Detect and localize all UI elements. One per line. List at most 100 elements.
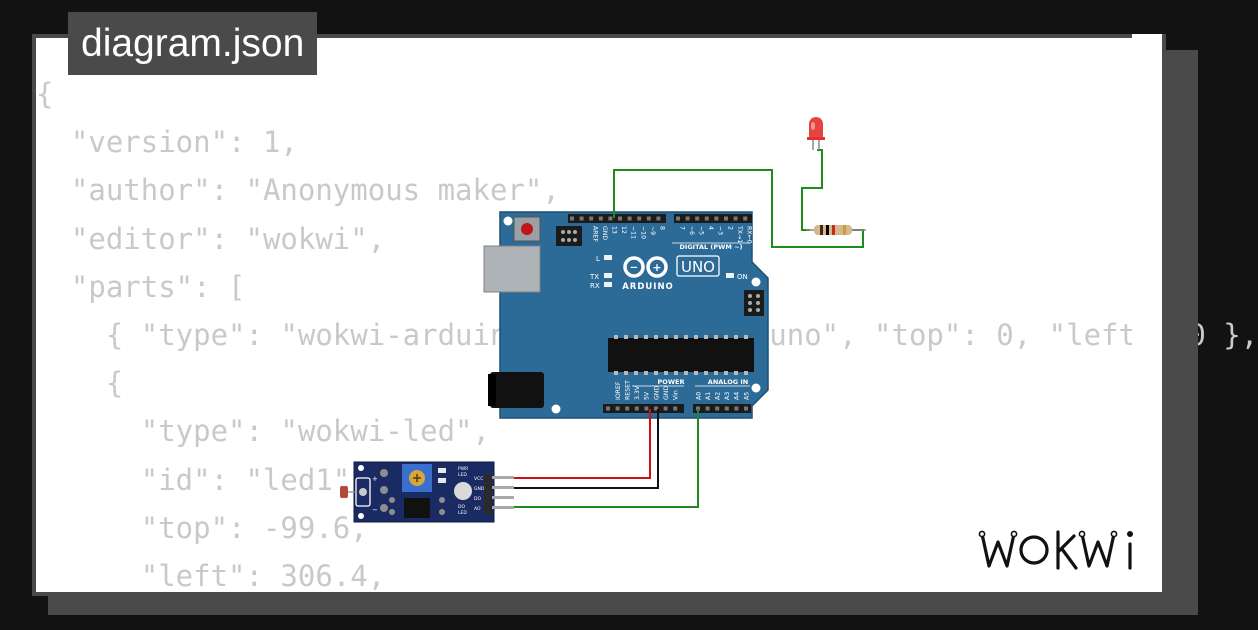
header-pin-hole[interactable] — [743, 216, 748, 221]
chip-pin — [644, 371, 648, 375]
right-card-cover — [1132, 34, 1166, 596]
minus-mark: − — [372, 506, 378, 514]
header-pin-hole[interactable] — [627, 216, 632, 221]
top-pin-label: 7 — [678, 226, 685, 230]
chip-pin — [694, 371, 698, 375]
wire-gnd-to-gnd[interactable] — [514, 409, 659, 489]
chip-pin — [634, 335, 638, 339]
sensor-pad — [454, 482, 472, 500]
pwr-label: PWR — [458, 466, 468, 472]
header-pin-hole[interactable] — [606, 406, 610, 411]
chip-pin — [654, 335, 658, 339]
top-pin-label: RX←0 — [746, 226, 753, 244]
pin-vcc[interactable] — [492, 476, 514, 479]
dc-jack-lip — [488, 374, 496, 406]
header-pin-hole[interactable] — [579, 216, 584, 221]
file-name-tag: diagram.json — [68, 12, 318, 75]
header-pin-hole[interactable] — [676, 216, 680, 221]
chip-pin — [654, 371, 658, 375]
code-line: "id": "led1", — [36, 462, 368, 497]
chip-pin — [684, 335, 688, 339]
code-line: { — [36, 77, 54, 111]
right-card-border — [1162, 34, 1166, 596]
icsp-header-top — [556, 226, 582, 246]
chip-pin — [664, 371, 668, 375]
header-pin-hole[interactable] — [608, 216, 613, 221]
mounting-hole — [358, 513, 364, 519]
pin-ao[interactable] — [492, 506, 514, 509]
top-pin-label: ~11 — [630, 226, 637, 239]
do-led — [438, 478, 446, 483]
header-pin-hole[interactable] — [715, 406, 720, 411]
red-led[interactable] — [807, 117, 825, 150]
header-pin-hole[interactable] — [634, 406, 639, 411]
power-pin-label: 3.3V — [634, 385, 641, 400]
header-pin-hole[interactable] — [646, 216, 651, 221]
header-pin-hole[interactable] — [734, 406, 739, 411]
pwr-led — [438, 468, 446, 473]
header-pin-hole[interactable] — [618, 216, 622, 221]
wokwi-logo[interactable]: WOKWI — [978, 522, 1150, 574]
header-pin-hole[interactable] — [615, 406, 620, 411]
chip-pin — [674, 371, 678, 375]
pin-label-do: DO — [474, 496, 481, 502]
uno-badge — [676, 255, 720, 277]
header-pin-hole[interactable] — [733, 216, 738, 221]
header-pin-hole[interactable] — [696, 406, 700, 411]
right-shadow-strip — [1166, 50, 1198, 615]
header-pin-hole[interactable] — [644, 406, 649, 411]
mounting-hole — [751, 277, 761, 287]
logo-minus: − — [630, 263, 638, 274]
header-pin-hole[interactable] — [598, 216, 603, 221]
header-pin-hole[interactable] — [744, 406, 748, 411]
analog-pin-label: A5 — [743, 392, 750, 400]
header-pin-hole[interactable] — [656, 216, 661, 221]
header-pin-hole[interactable] — [705, 406, 710, 411]
analog-pin-label: A4 — [734, 392, 741, 400]
wire-a0-to-ao[interactable] — [514, 409, 699, 508]
reset-button[interactable] — [521, 223, 533, 235]
logo-plus: + — [652, 261, 661, 274]
wire-5v-to-vcc[interactable] — [514, 409, 651, 479]
chip-pin — [644, 335, 648, 339]
code-line: "type": "wokwi-led", — [36, 414, 490, 449]
header-pin-hole[interactable] — [704, 216, 709, 221]
pin-do[interactable] — [492, 496, 514, 499]
photoresistor-sensor-module[interactable]: + − PWR LED DO LED VCC GND DO AO — [340, 461, 514, 523]
header-pin-hole[interactable] — [637, 216, 642, 221]
header-pin-hole[interactable] — [673, 406, 678, 411]
wire-led-to-resistor[interactable] — [801, 149, 823, 231]
power-pin-label: GND — [663, 386, 670, 400]
bottom-pin-holes — [606, 406, 748, 411]
header-pin-hole[interactable] — [570, 216, 574, 221]
top-pin-label: ~6 — [688, 226, 695, 235]
pin-label-vcc: VCC — [474, 476, 483, 482]
do-label: DO — [458, 504, 465, 510]
header-pin-hole[interactable] — [685, 216, 690, 221]
header-pin-hole[interactable] — [654, 406, 658, 411]
power-pin-label: 5V — [644, 391, 651, 400]
top-pin-label: ~5 — [698, 226, 705, 235]
chip-pins — [614, 335, 748, 375]
resistor[interactable] — [806, 225, 866, 235]
pin-label-ao: AO — [474, 506, 481, 512]
chip-pin — [624, 371, 628, 375]
header-pin-hole[interactable] — [589, 216, 594, 221]
ldr-head — [359, 488, 367, 496]
led-label-l: L — [596, 255, 600, 263]
header-pin-hole[interactable] — [724, 406, 729, 411]
chip-pin — [664, 335, 668, 339]
header-pin-hole[interactable] — [625, 406, 630, 411]
chip-pin — [734, 371, 738, 375]
header-pin-hole[interactable] — [714, 216, 719, 221]
mounting-hole — [551, 404, 561, 414]
code-line: "editor": "wokwi", — [36, 221, 386, 256]
header-pin-hole[interactable] — [663, 406, 668, 411]
header-pin-hole[interactable] — [695, 216, 700, 221]
led-label-on: ON — [737, 273, 748, 281]
pin-gnd[interactable] — [492, 486, 514, 489]
top-pin-label: AREF — [591, 226, 598, 242]
header-pin-hole[interactable] — [724, 216, 728, 221]
